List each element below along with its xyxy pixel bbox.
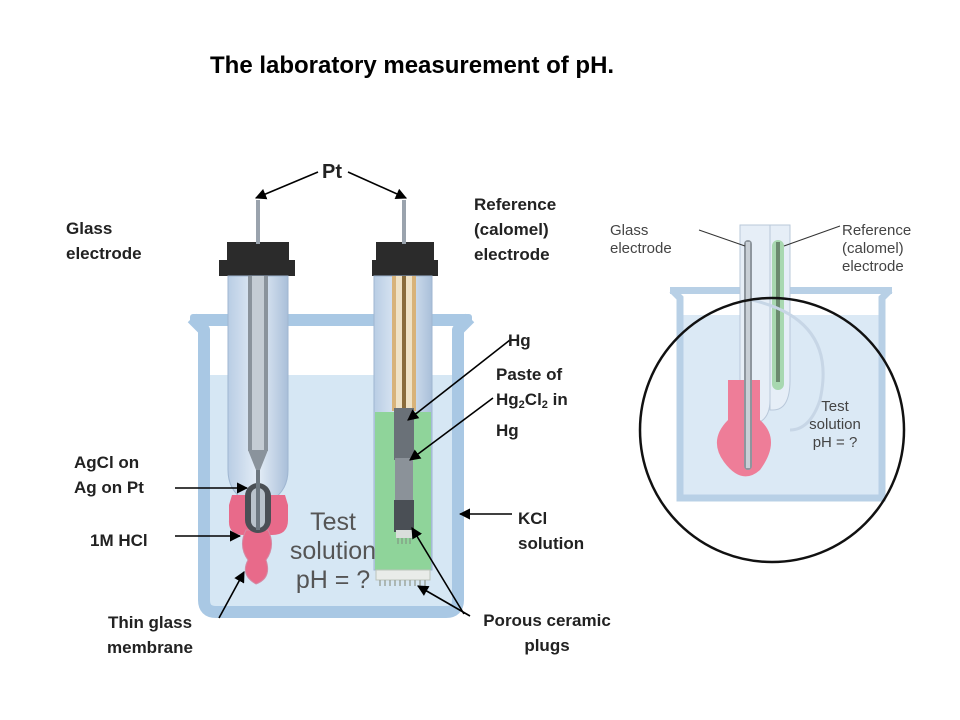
inset-reference-label-line2: (calomel) bbox=[842, 240, 904, 257]
reference-electrode-label-line1: Reference bbox=[474, 195, 557, 214]
test-solution-label: Test solution pH = ? bbox=[274, 508, 392, 595]
pt-arrow-left bbox=[254, 171, 319, 200]
agcl-label-line1: AgCl on bbox=[74, 453, 140, 472]
pt-arrow-right bbox=[347, 171, 408, 199]
callout-arrows bbox=[175, 171, 512, 619]
kcl-label-line2: solution bbox=[518, 534, 585, 553]
agcl-label-line2: Ag on Pt bbox=[74, 478, 144, 497]
glass-electrode-cap bbox=[219, 260, 295, 276]
paste-hg-text: Hg bbox=[496, 390, 519, 409]
porous-plug-inner bbox=[396, 530, 412, 538]
inset-glass-label: Glass electrode bbox=[610, 222, 672, 258]
page-title: The laboratory measurement of pH. bbox=[210, 52, 615, 79]
pt-label: Pt bbox=[322, 161, 342, 183]
porous-inner-arrow bbox=[411, 527, 465, 615]
paste-cl-text: Cl bbox=[524, 390, 542, 409]
inset-reference-label-line1: Reference bbox=[842, 222, 912, 239]
hcl-label: 1M HCl bbox=[90, 531, 148, 550]
hg-column bbox=[394, 408, 414, 460]
hg-arrow bbox=[407, 339, 511, 421]
reference-electrode-cap bbox=[372, 260, 438, 276]
inset-test-line1: Test bbox=[821, 398, 849, 415]
inset-reference-label-line3: electrode bbox=[842, 258, 904, 275]
glass-electrode-label-line1: Glass bbox=[66, 219, 113, 238]
porous-plugs-label: Porous ceramic plugs bbox=[464, 608, 630, 658]
glass-electrode-label: Glass electrode bbox=[66, 216, 142, 266]
thin-glass-label-line2: membrane bbox=[107, 638, 193, 657]
test-solution-line2: solution bbox=[289, 537, 377, 565]
inset-test-line2: solution bbox=[809, 416, 861, 433]
paste-label: Paste of Hg2Cl2 in Hg bbox=[496, 362, 568, 443]
inset-test-solution-label: Test solution pH = ? bbox=[790, 398, 880, 452]
paste-column bbox=[395, 458, 413, 502]
paste-subscript-b: 2 bbox=[541, 399, 548, 411]
inset-magnifier-circle bbox=[638, 296, 906, 564]
inset-glass-label-line1: Glass bbox=[610, 222, 649, 239]
porous-plugs-label-line2: plugs bbox=[524, 636, 570, 655]
porous-plug-outer bbox=[375, 569, 431, 581]
reference-electrode bbox=[372, 200, 438, 586]
inset-diagram bbox=[638, 224, 906, 564]
kcl-label-line1: KCl bbox=[518, 509, 548, 528]
membrane-arrow bbox=[218, 571, 245, 619]
reference-electrode-label: Reference (calomel) electrode bbox=[474, 192, 556, 267]
kcl-label: KCl solution bbox=[518, 506, 584, 556]
paste-arrow bbox=[409, 397, 494, 461]
reference-electrode-pt-wire bbox=[402, 200, 406, 244]
test-solution-line1: Test bbox=[310, 508, 356, 536]
reference-electrode-label-line3: electrode bbox=[474, 245, 550, 264]
paste-in-text: in bbox=[547, 390, 568, 409]
porous-plugs-label-line1: Porous ceramic bbox=[483, 611, 611, 630]
inset-pink-bulb bbox=[716, 380, 771, 477]
glass-electrode-label-line2: electrode bbox=[66, 244, 142, 263]
inset-reference-label: Reference (calomel) electrode bbox=[842, 222, 911, 276]
paste-label-line3: Hg bbox=[496, 421, 519, 440]
glass-electrode bbox=[219, 200, 295, 585]
hg-label: Hg bbox=[508, 331, 531, 350]
paste-label-line1: Paste of bbox=[496, 365, 563, 384]
thin-glass-membrane-label: Thin glass membrane bbox=[88, 610, 212, 660]
reference-electrode-label-line2: (calomel) bbox=[474, 220, 549, 239]
test-solution-line3: pH = ? bbox=[295, 566, 371, 594]
thin-glass-bulb bbox=[242, 529, 272, 585]
paste-subscript-a: 2 bbox=[518, 399, 525, 411]
inset-test-line3: pH = ? bbox=[812, 434, 858, 451]
glass-electrode-pt-wire bbox=[256, 200, 260, 244]
inset-glass-label-line2: electrode bbox=[610, 240, 672, 257]
agcl-label: AgCl on Ag on Pt bbox=[74, 450, 144, 500]
paste-label-line2: Hg2Cl2 in bbox=[496, 387, 568, 418]
porous-outer-arrow bbox=[417, 585, 471, 617]
thin-glass-label-line1: Thin glass bbox=[107, 613, 193, 632]
